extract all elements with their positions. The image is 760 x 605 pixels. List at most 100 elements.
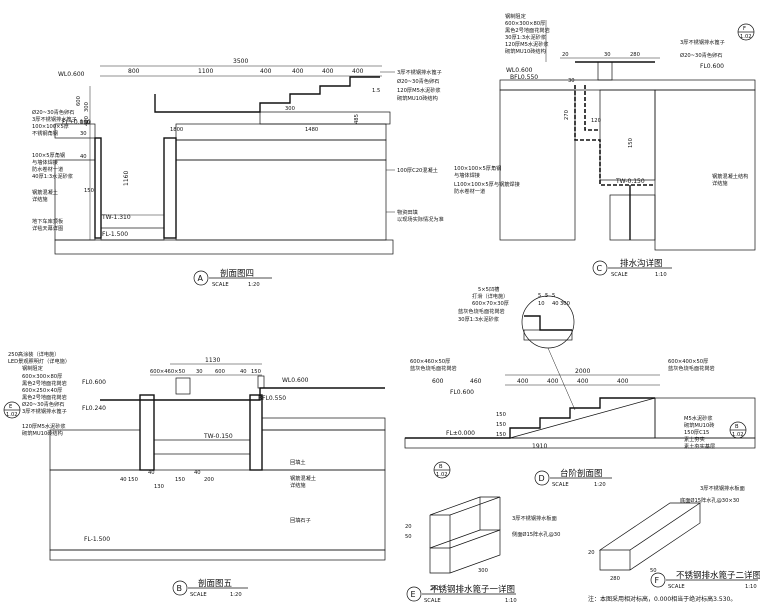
dim-text: 5	[545, 293, 548, 299]
step-fill	[509, 397, 656, 439]
note-text: 600×460×50厚	[410, 358, 450, 365]
paving-line	[100, 387, 385, 401]
dim-text: 50	[405, 534, 412, 540]
scale-value: 1:20	[594, 482, 606, 488]
grate-box	[429, 529, 501, 574]
note-text: 回填土	[290, 458, 306, 466]
scale-value: 1:20	[248, 282, 260, 288]
scale-value: 1:10	[505, 598, 517, 604]
scale-label: SCALE	[424, 598, 441, 604]
dim-text: 150	[84, 188, 94, 194]
view-title: 剖面图五	[198, 578, 233, 589]
note-text: L100×100×5厚与钢筋焊接	[454, 180, 520, 188]
callout-sheet: 1.02	[740, 34, 752, 40]
dim-text: 150	[496, 432, 506, 438]
note-text: 钢筋混凝土	[32, 188, 58, 196]
gravel-fill-right	[261, 429, 386, 471]
view-letter: E	[411, 590, 416, 599]
pond-wall-left	[94, 137, 102, 239]
note-text: 黑色2号地面花岗岩	[22, 379, 67, 387]
dim-text: 20	[562, 52, 569, 58]
gravel-fill	[175, 159, 387, 241]
dim-text: 30	[604, 52, 611, 58]
note-text: 砌筑MU10砖	[684, 421, 714, 429]
level-mark: TW-1.310	[101, 214, 131, 221]
pond-wall-right	[163, 137, 177, 239]
view-letter: B	[177, 584, 183, 593]
note-text: 不锈钢角钢	[32, 129, 58, 137]
note-text: 3厚不锈钢排水篦子	[32, 115, 77, 123]
level-mark: BFL0.550	[510, 74, 538, 81]
dim-text: 400	[260, 68, 272, 75]
scale-label: SCALE	[552, 482, 569, 488]
dim-text: 150	[251, 369, 261, 375]
note-text: 40厚1:3水泥砂浆	[32, 172, 73, 180]
note-text: 详结施	[290, 481, 306, 489]
note-text: 侧面Ø15阵水孔@30	[512, 530, 560, 538]
dim-text: 200	[204, 477, 214, 483]
pond-base	[153, 439, 251, 455]
note-text: 3厚不锈钢排水板面	[700, 484, 745, 492]
view-marker	[534, 470, 550, 486]
scale-label: SCALE	[190, 592, 207, 598]
dim-text: 300	[285, 106, 295, 112]
dim-text: 400	[577, 378, 589, 385]
view-marker	[172, 580, 188, 596]
dim-text: 130	[154, 484, 164, 490]
view-letter: A	[198, 274, 204, 283]
note-text: 600×300×80厚	[505, 20, 545, 27]
callout-letter: B	[735, 424, 739, 430]
leader-labels-left: Ø20~30青色卵石 3厚不锈钢排水篦子 100×100×5厚 不锈钢角钢 10…	[32, 108, 77, 232]
drain-grate	[597, 61, 613, 81]
scale-label: SCALE	[212, 282, 229, 288]
dim-text: 40	[148, 470, 155, 476]
callout-sheet: 1.02	[6, 412, 18, 418]
note-text: Ø20~30青色卵石	[32, 108, 74, 116]
note-text: 600×250×40厚	[22, 387, 62, 394]
pebble-layer	[54, 123, 96, 139]
section-view-a: 3500 800 1100 400 400 400 400 600 400 30…	[32, 58, 444, 288]
dim-text: 20	[588, 550, 595, 556]
note-text: 砌筑MU10砖结构	[505, 47, 546, 55]
gravel-fill	[609, 194, 656, 241]
note-text: 防水卷材一道	[32, 165, 63, 173]
leader-labels-left: 250高涂装（详电施） LED景观照明灯（详电施） 钢制阻定 600×300×8…	[8, 350, 70, 437]
level-mark: FL0.600	[450, 389, 474, 396]
note-text: 120厚M5水泥砂浆	[397, 86, 441, 94]
note-text: 5×5凹槽	[478, 285, 499, 293]
callout-letter: B	[439, 464, 443, 470]
section-view-b: 1130 600×460×50 30 600 40 150 40 150 40 …	[3, 350, 386, 598]
note-text: 120厚M5水泥砂浆	[22, 422, 66, 430]
note-text: 钢筋混凝土	[290, 474, 316, 482]
dim-text: 400	[292, 68, 304, 75]
level-mark: TW-0.150	[203, 433, 233, 440]
dim-text: 40	[194, 470, 201, 476]
leader-labels-top: 钢制阻定 600×300×80厚 黑色2号地面花岗岩 30厚1:3水泥砂浆 12…	[505, 12, 550, 62]
view-title: 台阶剖面图	[560, 468, 603, 479]
dim-text: 30	[80, 131, 87, 137]
dim-text: 600	[76, 96, 82, 106]
level-mark: WL0.600	[506, 67, 533, 74]
dim-text: 280	[610, 576, 620, 582]
note-text: 600×400×50厚	[668, 358, 708, 365]
note-text: Ø20~30青色卵石	[22, 400, 64, 408]
dim-text: 50	[650, 568, 657, 574]
note-text: 蓝灰色烧毛面花岗岩	[458, 307, 505, 315]
dim-text: 600	[432, 378, 444, 385]
note-text: 250高涂装（详电施）	[8, 350, 59, 358]
note-text: 100×5厚角钢	[32, 151, 65, 159]
dim-text: 300	[84, 102, 90, 112]
step-profile	[405, 397, 655, 439]
note-text: 100×100×5厚	[32, 123, 69, 130]
note-text: 打滑（详电施）	[472, 292, 508, 300]
ground-hatch	[49, 549, 386, 561]
note-text: 与墙体焊接	[32, 158, 58, 166]
dim-text: 1.5	[372, 88, 380, 94]
level-mark: FL-1.500	[84, 536, 110, 543]
dim-text: 40	[552, 301, 559, 307]
leader-labels-right: 回填土 钢筋混凝土 详结施 回填石子	[290, 458, 316, 524]
dim-text: 270	[564, 110, 570, 120]
note-text: 100×100×5厚角钢	[454, 164, 501, 172]
dim-text: 400	[84, 116, 90, 126]
note-text: 蓝灰色烧毛面花岗岩	[410, 364, 457, 372]
